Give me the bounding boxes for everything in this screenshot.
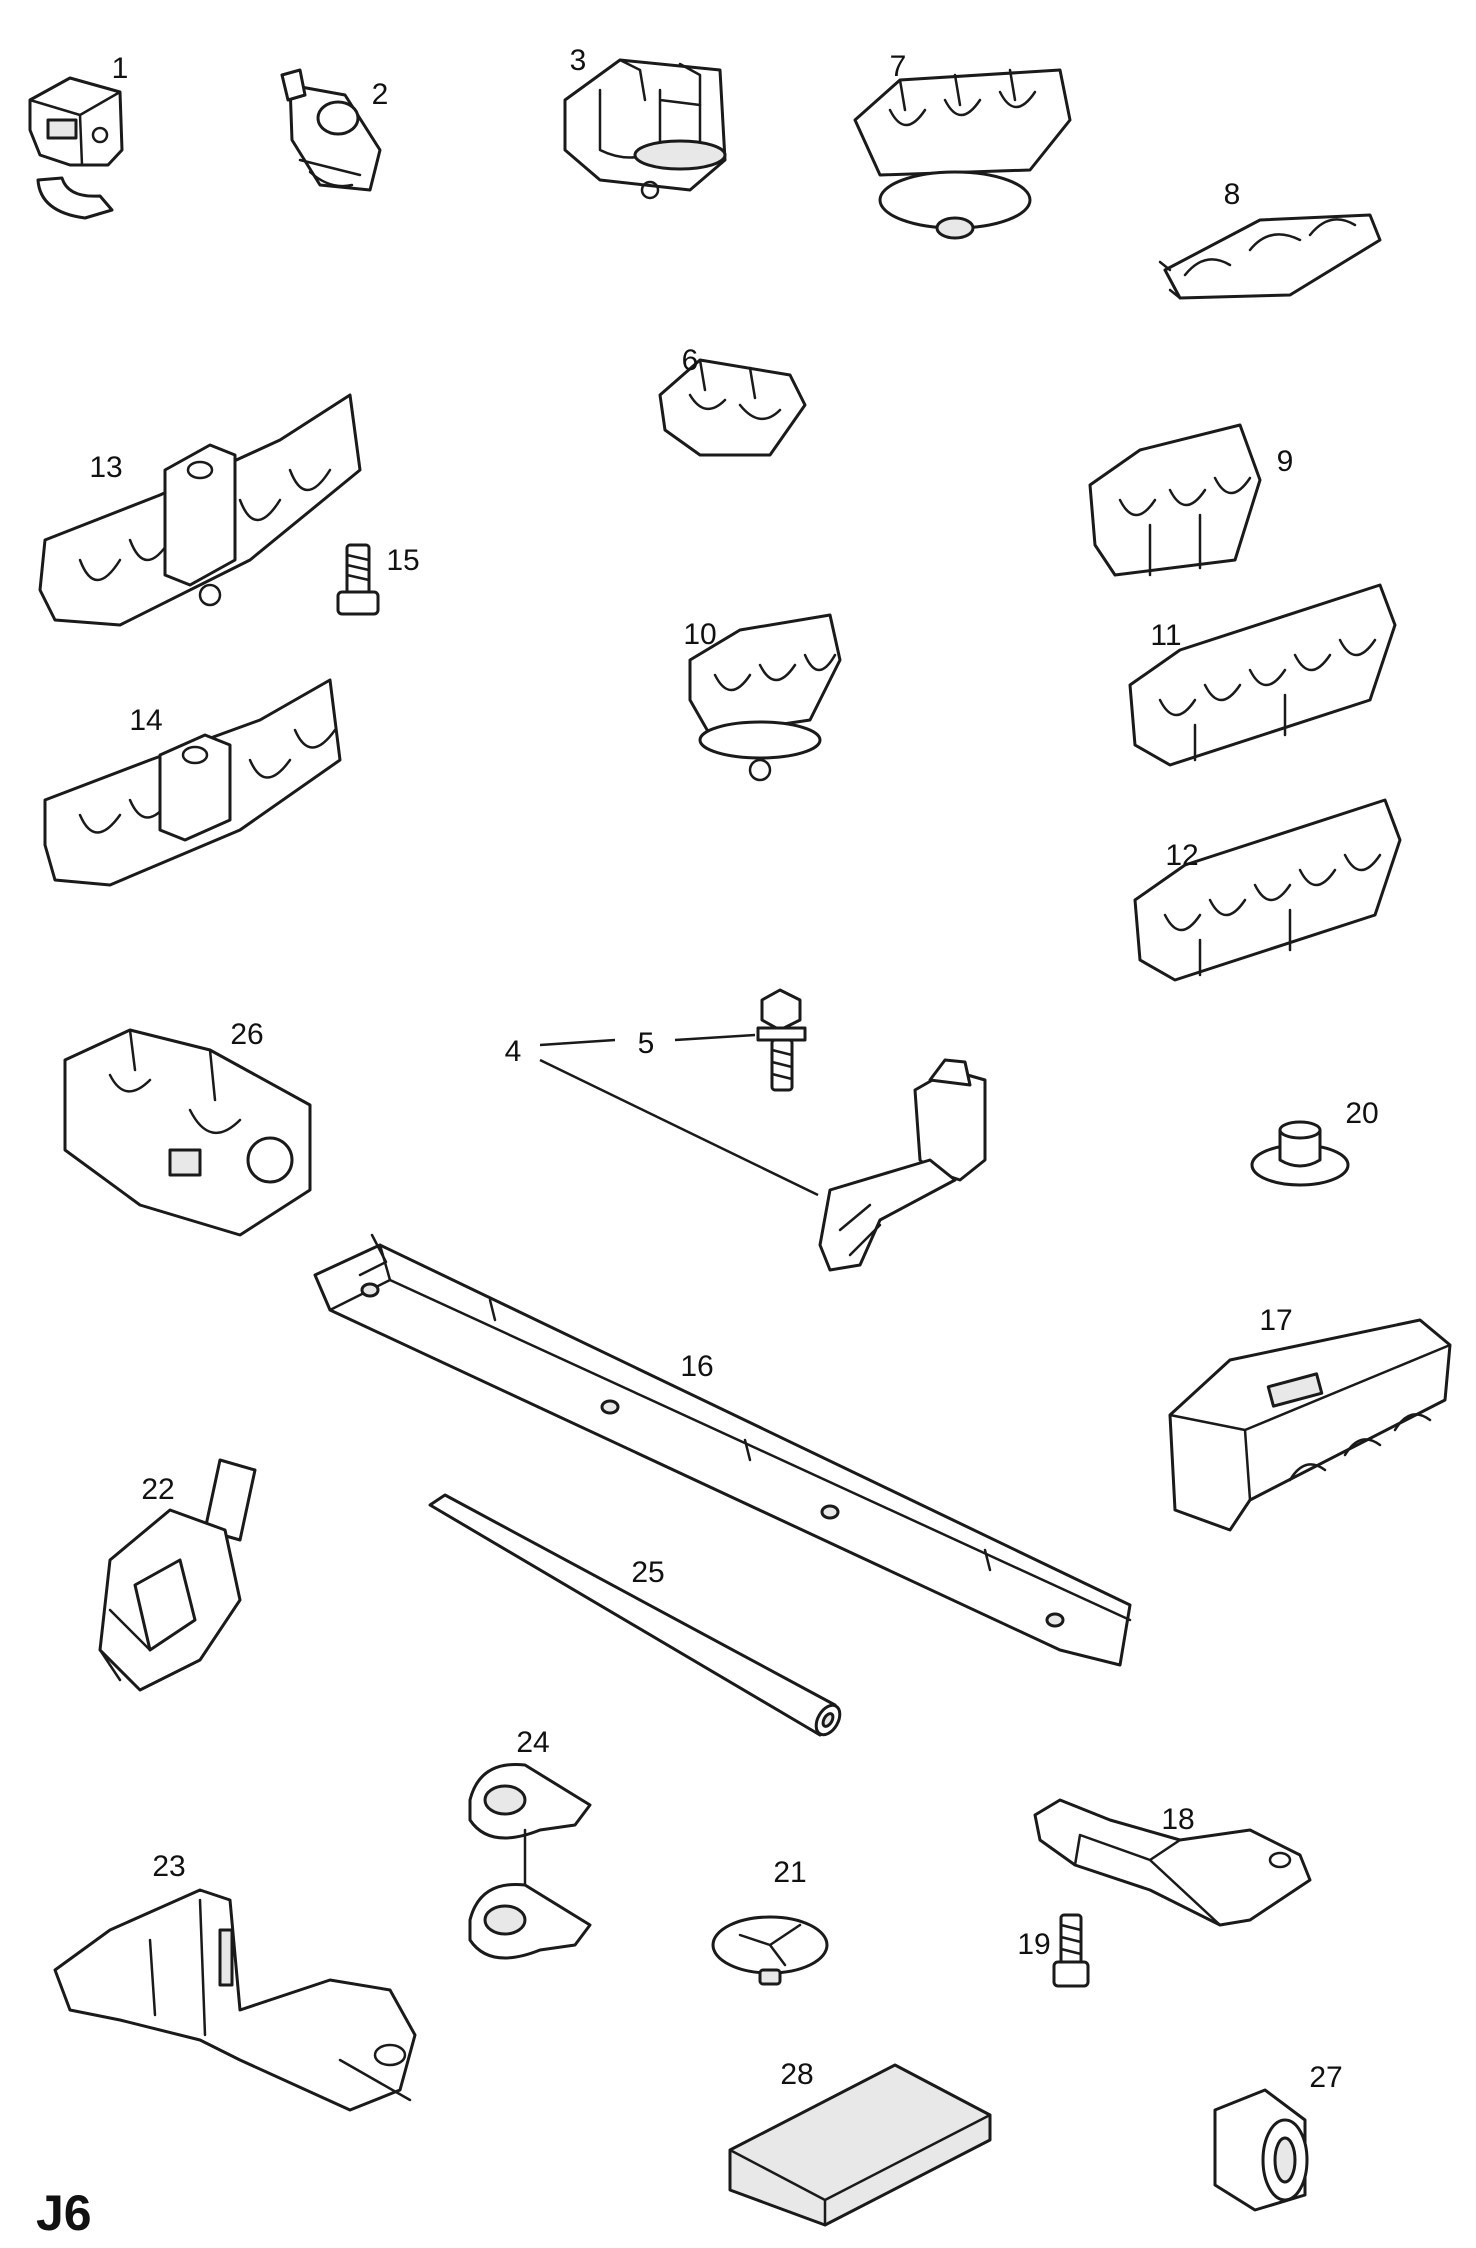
callout-8: 8	[1224, 178, 1241, 211]
part-4-bracket	[818, 1058, 987, 1272]
part-9-triple-clip	[1088, 423, 1262, 577]
part-25-rod	[428, 1493, 842, 1737]
part-1-clip	[28, 76, 124, 220]
part-12-five-way-clip	[1133, 798, 1402, 982]
part-19-bolt	[1052, 1913, 1090, 1988]
callout-11: 11	[1150, 619, 1181, 652]
part-16-channel-strip	[313, 1233, 1132, 1667]
part-26-bracket-clamp	[63, 1028, 312, 1237]
callout-13: 13	[89, 451, 122, 484]
part-20-grommet	[1250, 1120, 1350, 1187]
part-6-double-clip	[658, 358, 807, 457]
callout-6: 6	[682, 344, 699, 377]
part-2-clip	[280, 68, 382, 192]
part-28-pad	[728, 2063, 992, 2227]
callout-28: 28	[780, 2058, 813, 2091]
figure-label: J6	[36, 2185, 92, 2241]
part-27-sleeve	[1213, 2088, 1309, 2212]
part-3-double-clip	[563, 58, 727, 200]
callout-27: 27	[1309, 2061, 1342, 2094]
part-23-bracket	[53, 1888, 417, 2112]
part-15-bolt	[336, 543, 380, 616]
leader-lines	[539, 1033, 819, 1197]
callout-4: 4	[505, 1035, 522, 1068]
part-17-cover	[1168, 1318, 1452, 1532]
callout-12: 12	[1165, 839, 1198, 872]
part-8-channel-clip	[1158, 213, 1382, 300]
part-7-triple-clip	[853, 68, 1072, 240]
callout-23: 23	[152, 1850, 185, 1883]
callout-24: 24	[516, 1726, 549, 1759]
callout-18: 18	[1161, 1803, 1194, 1836]
callout-21: 21	[773, 1856, 806, 1889]
part-24-loop-clip	[468, 1762, 592, 1960]
part-14-multi-clip	[43, 678, 342, 887]
callout-10: 10	[683, 618, 716, 651]
callout-3: 3	[570, 44, 587, 77]
callout-7: 7	[890, 50, 907, 83]
callout-2: 2	[372, 78, 389, 111]
callout-16: 16	[680, 1350, 713, 1383]
callout-15: 15	[386, 544, 419, 577]
part-10-triple-clip	[688, 613, 842, 782]
callout-1: 1	[112, 52, 129, 85]
part-18-bracket	[1033, 1798, 1312, 1927]
callout-20: 20	[1345, 1097, 1378, 1130]
callout-17: 17	[1259, 1304, 1292, 1337]
callout-9: 9	[1277, 445, 1294, 478]
callout-labels: 1 2 3 4 5 6 7 8 9 10 11 12 13 14 15 16 1…	[89, 44, 1378, 2094]
part-13-multi-clip	[38, 393, 362, 627]
callout-22: 22	[141, 1473, 174, 1506]
callout-14: 14	[129, 704, 162, 737]
callout-26: 26	[230, 1018, 263, 1051]
callout-19: 19	[1017, 1928, 1050, 1961]
part-22-strap-clip	[98, 1458, 257, 1692]
part-21-disc-fastener	[711, 1915, 829, 1986]
part-11-five-way-clip	[1128, 583, 1397, 767]
callout-5: 5	[638, 1027, 655, 1060]
callout-25: 25	[631, 1556, 664, 1589]
part-5-bolt	[756, 988, 807, 1092]
